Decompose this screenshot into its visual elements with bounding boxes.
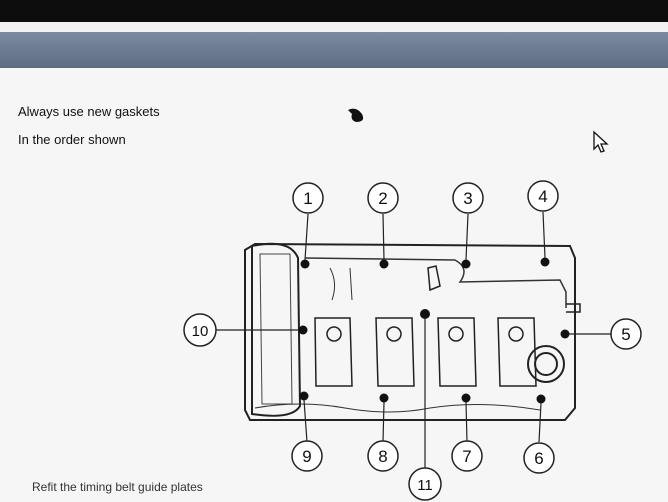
screen: Always use new gaskets In the order show… (0, 22, 668, 502)
bolt-2 (379, 259, 389, 269)
callout-7: 7 (462, 447, 471, 466)
bolt-8 (379, 393, 389, 403)
bolt-1 (300, 259, 310, 269)
callout-9: 9 (302, 447, 311, 466)
callout-10: 10 (192, 323, 209, 340)
bolt-9 (299, 391, 309, 401)
scroll-mark-icon (348, 108, 364, 122)
leader-lines (216, 211, 612, 468)
document-content: Always use new gaskets In the order show… (0, 68, 668, 502)
window-title-bar (0, 32, 668, 69)
bolt-3 (461, 259, 471, 269)
oil-filler-cap (527, 345, 565, 383)
callout-11: 11 (417, 477, 433, 494)
callout-5: 5 (621, 325, 630, 344)
callout-8: 8 (378, 447, 387, 466)
bolt-6 (536, 394, 546, 404)
bolt-7 (461, 393, 471, 403)
callout-circles (183, 180, 642, 501)
callout-2: 2 (378, 189, 387, 208)
top-ridge (304, 257, 567, 308)
end-cap (251, 242, 302, 417)
callout-4: 4 (538, 187, 547, 206)
bolt-11 (420, 309, 430, 319)
spark-plug-wells (314, 317, 537, 387)
callout-6: 6 (534, 449, 543, 468)
bolt-10 (298, 325, 308, 335)
callout-1: 1 (303, 189, 312, 208)
mouse-cursor-icon (593, 130, 609, 153)
instruction-order-shown: In the order shown (18, 132, 126, 147)
valve-cover-bolt-diagram: 1 2 3 4 5 6 7 8 9 10 11 (183, 180, 642, 501)
bolts (298, 257, 570, 404)
instruction-timing-belt: Refit the timing belt guide plates (32, 480, 203, 494)
bolt-5 (560, 329, 570, 339)
instruction-new-gaskets: Always use new gaskets (18, 104, 160, 119)
bolt-4 (540, 257, 550, 267)
breather-fitting (427, 265, 441, 292)
callout-3: 3 (463, 189, 472, 208)
cover-outline (244, 242, 576, 421)
